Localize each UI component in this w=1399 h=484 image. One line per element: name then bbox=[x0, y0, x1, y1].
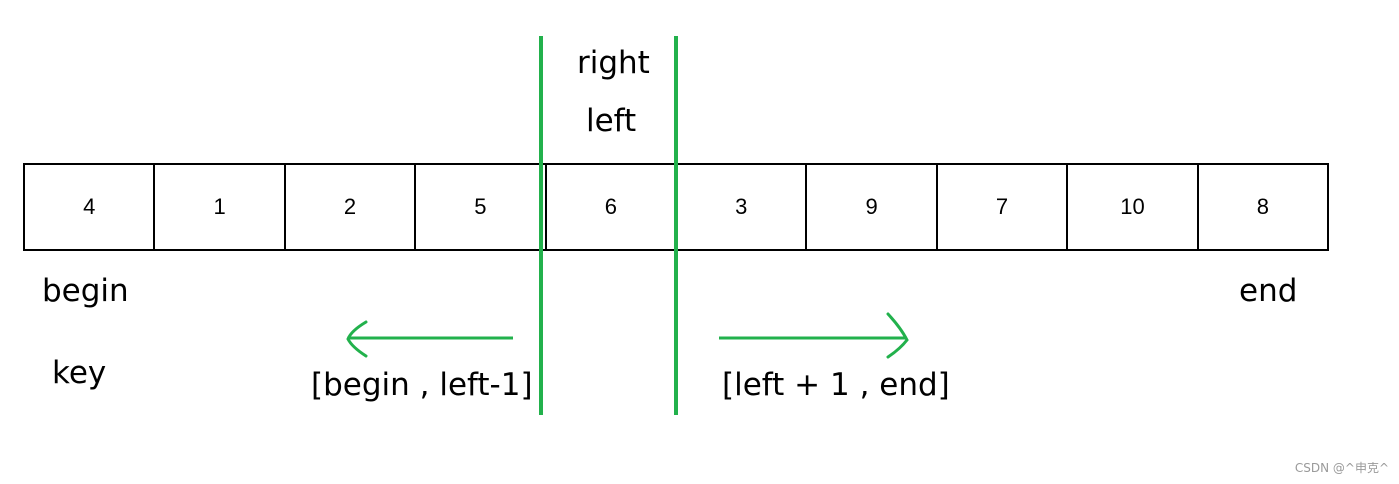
left-pointer-label: left bbox=[586, 103, 637, 139]
array-cell: 9 bbox=[805, 163, 936, 251]
right-partition-line bbox=[674, 36, 678, 415]
array-cell: 7 bbox=[935, 163, 1067, 251]
left-partition-line bbox=[539, 36, 543, 415]
array-cell: 8 bbox=[1196, 163, 1330, 251]
right-pointer-label: right bbox=[577, 45, 650, 81]
array-cell: 1 bbox=[153, 163, 284, 251]
array-cell: 2 bbox=[283, 163, 415, 251]
array-cells: 4 1 2 5 6 3 9 7 10 8 bbox=[23, 163, 1330, 251]
right-subarray-range: [left + 1 , end] bbox=[722, 367, 950, 403]
left-arrow-icon bbox=[346, 320, 513, 358]
right-arrow-icon bbox=[719, 312, 909, 359]
csdn-watermark: CSDN @^申克^ bbox=[1294, 461, 1389, 475]
left-subarray-range: [begin , left-1] bbox=[311, 367, 533, 403]
end-label: end bbox=[1239, 273, 1298, 309]
array-cell: 6 bbox=[544, 163, 676, 251]
array-cell: 5 bbox=[414, 163, 545, 251]
array-cell: 4 bbox=[23, 163, 154, 251]
array-cell: 10 bbox=[1066, 163, 1197, 251]
begin-label: begin bbox=[42, 273, 129, 309]
key-label: key bbox=[52, 355, 107, 391]
